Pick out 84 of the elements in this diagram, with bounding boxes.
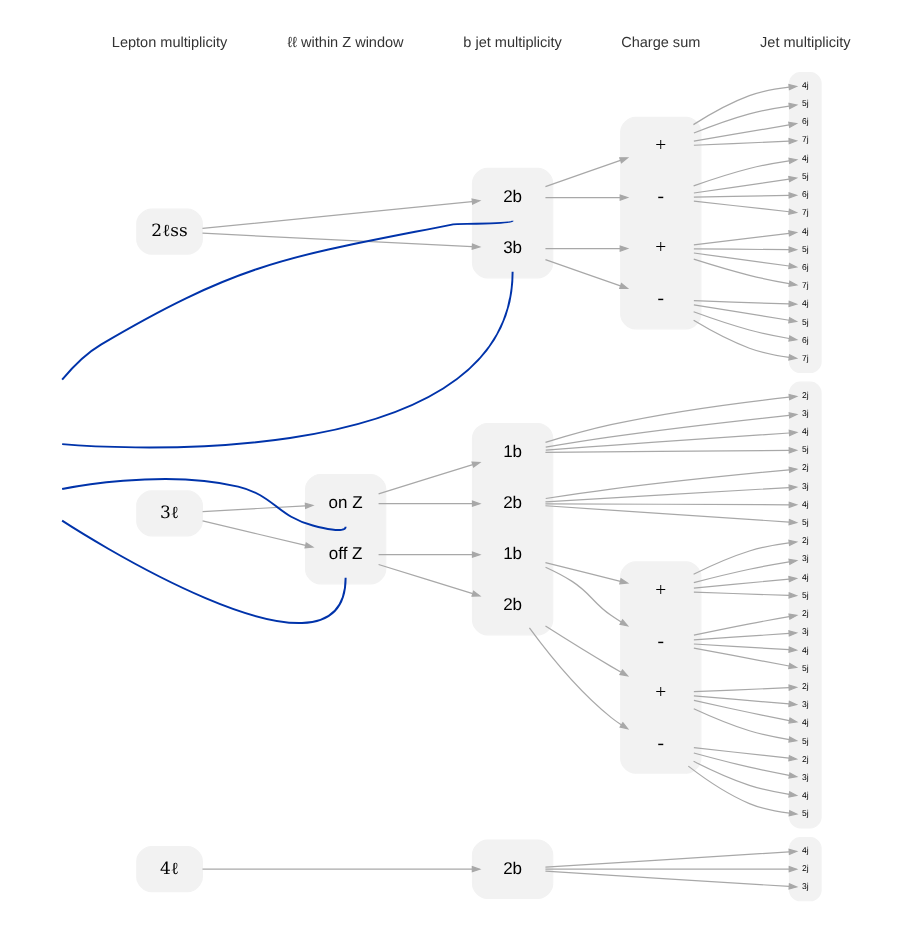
arrow — [544, 505, 799, 526]
arrow — [544, 625, 630, 677]
arrow — [693, 319, 799, 361]
arrow — [528, 627, 630, 730]
node-text: - — [657, 288, 664, 311]
node-text: off Z — [328, 543, 363, 564]
connector — [61, 519, 347, 624]
arrow — [693, 575, 799, 589]
arrow — [544, 865, 799, 873]
arrow — [693, 200, 799, 216]
arrow — [693, 708, 799, 743]
node-box: 3ℓ — [136, 490, 203, 537]
arrow — [693, 630, 799, 641]
node-text: 2b — [503, 594, 523, 615]
arrow — [693, 591, 799, 599]
node-text: 2b — [503, 186, 523, 207]
connector — [61, 478, 347, 532]
arrow — [687, 765, 799, 817]
arrow — [544, 566, 630, 627]
arrow — [693, 175, 799, 194]
arrow — [693, 558, 799, 584]
node-text: 1b — [503, 543, 523, 564]
arrow — [693, 752, 799, 779]
arrow — [544, 484, 799, 503]
node-text: + — [655, 681, 667, 704]
arrow — [693, 747, 799, 762]
arrow — [693, 102, 799, 134]
node-text: 3b — [503, 237, 523, 258]
arrow — [693, 699, 799, 724]
arrow — [693, 647, 799, 670]
arrow — [544, 259, 630, 289]
arrow — [545, 429, 799, 451]
arrow — [377, 461, 482, 495]
arrow — [693, 304, 799, 324]
arrow — [693, 684, 799, 693]
arrow — [693, 311, 799, 342]
arrow — [544, 870, 799, 890]
arrow — [693, 192, 799, 199]
arrow — [545, 466, 799, 500]
node-text: + — [655, 579, 667, 602]
arrow — [693, 246, 799, 254]
arrow — [544, 194, 630, 202]
node-text: - — [657, 630, 664, 653]
arrow — [377, 551, 482, 559]
arrow — [544, 501, 799, 509]
arrow — [693, 300, 799, 308]
arrow — [693, 760, 799, 798]
node-box: 4ℓ — [136, 846, 203, 893]
node-text: 1b — [503, 441, 523, 462]
node-text: - — [657, 186, 664, 209]
arrow — [693, 258, 799, 287]
arrow — [693, 613, 799, 636]
arrow — [545, 412, 799, 448]
arrow — [544, 848, 799, 868]
node-text: - — [657, 732, 664, 755]
node-text: + — [655, 135, 667, 158]
arrow — [202, 502, 315, 513]
arrow — [693, 230, 799, 246]
connector — [61, 270, 514, 449]
node-text: on Z — [328, 492, 363, 513]
arrow — [693, 695, 799, 708]
arrow — [544, 446, 799, 454]
arrow — [544, 157, 630, 188]
arrow — [693, 643, 799, 654]
arrow — [692, 83, 799, 126]
arrow — [377, 563, 482, 597]
arrow — [693, 157, 799, 187]
node-text: 2b — [503, 857, 523, 878]
node-box: 2ℓss — [136, 208, 203, 255]
connector — [61, 219, 514, 381]
node-text: + — [655, 237, 667, 260]
arrow — [544, 393, 799, 443]
arrow — [693, 539, 799, 575]
arrow — [544, 245, 630, 253]
arrow — [201, 865, 482, 873]
arrow — [544, 561, 630, 585]
node-text: 2b — [503, 492, 523, 513]
arrow — [377, 500, 482, 508]
arrow — [201, 232, 482, 251]
arrow — [201, 198, 482, 230]
arrow — [202, 520, 315, 549]
arrow — [693, 252, 799, 270]
arrow — [693, 121, 799, 142]
arrow — [693, 137, 799, 146]
